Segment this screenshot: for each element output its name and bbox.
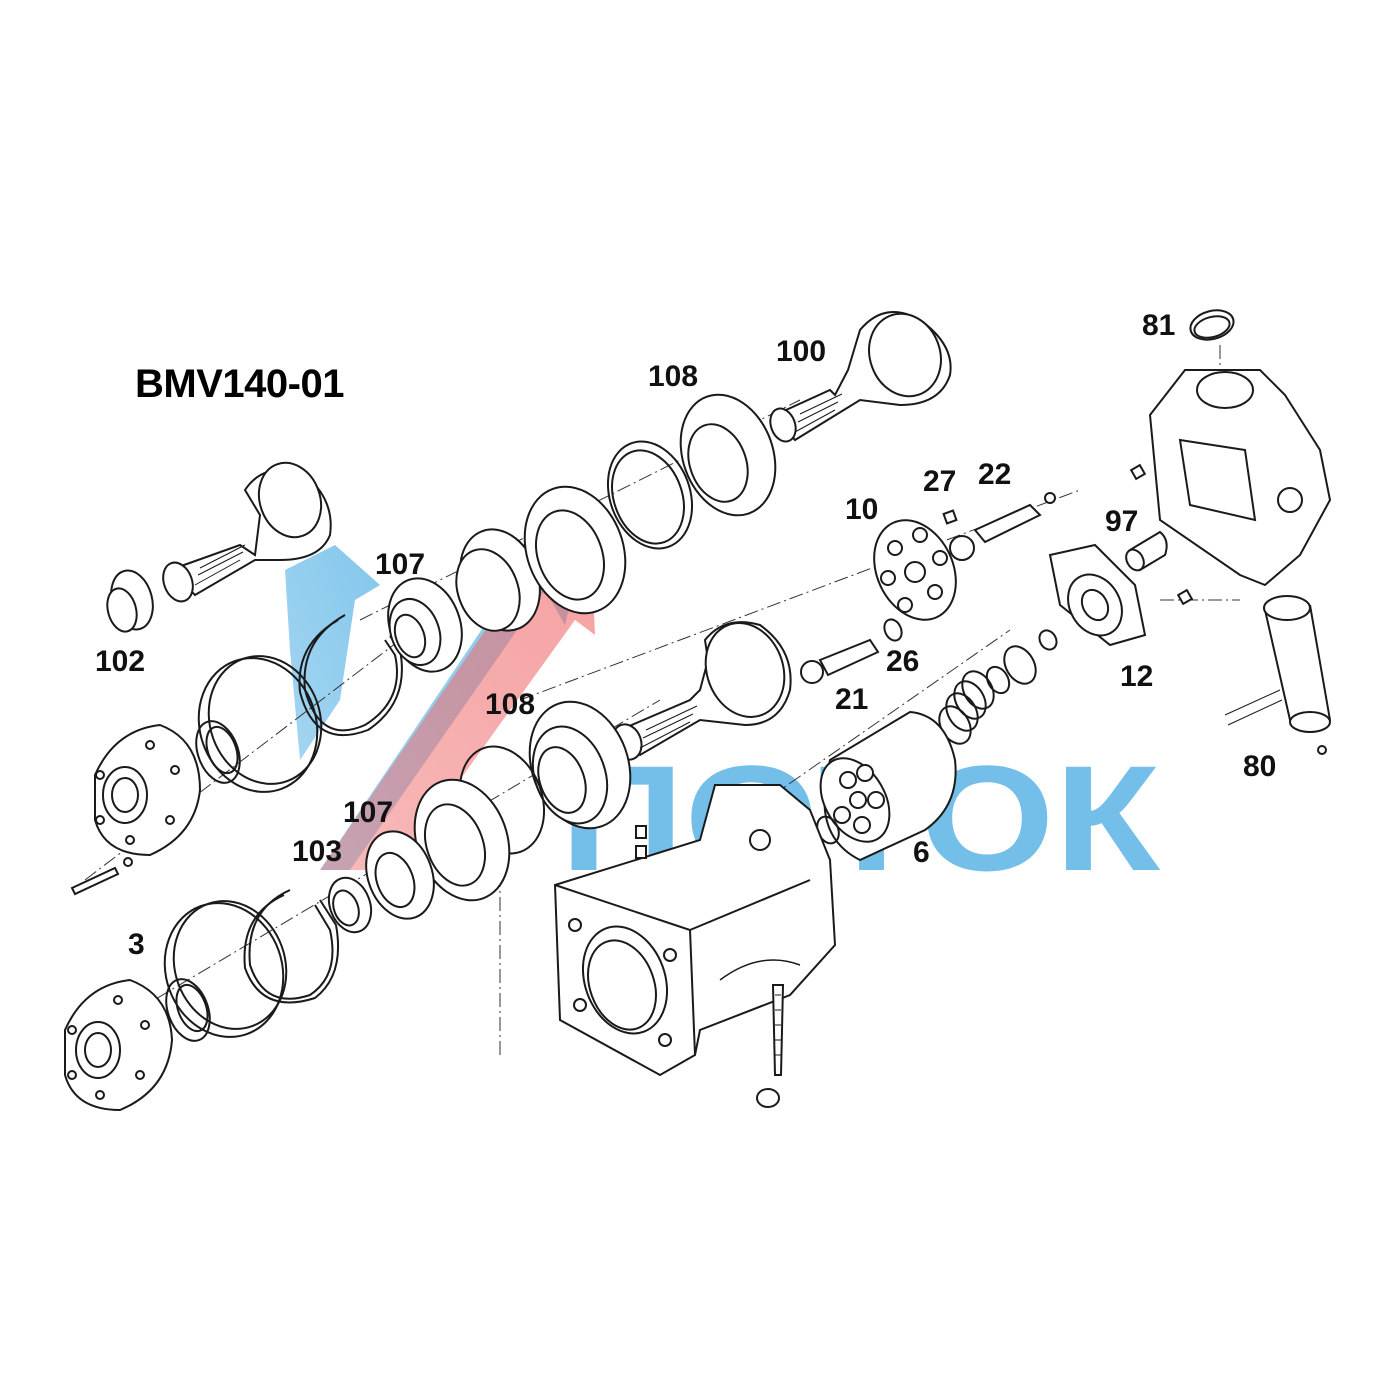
- callout-26: 26: [886, 645, 920, 678]
- part-107-bearing-upper: [387, 577, 463, 673]
- callout-81: 81: [1142, 309, 1176, 342]
- watermark-blue-arrow-head: [285, 545, 380, 760]
- part-108-bearing-lower: [528, 700, 632, 830]
- part-6-cylinder-block: [819, 710, 957, 862]
- callout-80: 80: [1243, 750, 1277, 783]
- part-26-ring: [883, 618, 903, 642]
- part-output-shaft-upper: [162, 461, 332, 603]
- part-end-flange-upper: [94, 723, 202, 857]
- part-102-bushing: [106, 569, 154, 633]
- callout-102: 102: [95, 645, 146, 678]
- part-10-retaining-plate: [873, 519, 957, 621]
- callout-6: 6: [913, 836, 930, 869]
- part-spring-washers: [985, 629, 1058, 695]
- callout-108-lower: 108: [485, 688, 536, 721]
- part-107-bearing-lower: [365, 830, 435, 920]
- callout-103: 103: [292, 835, 343, 868]
- callout-100: 100: [776, 335, 827, 368]
- part-housing-stud: [756, 984, 785, 1108]
- part-22-center-pin: [949, 492, 1056, 561]
- callout-107-lower: 107: [343, 796, 394, 829]
- callout-12: 12: [1120, 660, 1154, 693]
- part-snap-ring-upper: [298, 614, 403, 737]
- part-output-shaft-lower: [611, 621, 792, 761]
- part-27-screw: [942, 509, 958, 525]
- part-12-control-plate: [1048, 543, 1147, 647]
- callout-107-upper: 107: [375, 548, 426, 581]
- part-housing-plugs: [635, 825, 647, 859]
- part-103-lock-nut: [327, 876, 373, 934]
- part-main-housing: [553, 784, 837, 1077]
- callout-10: 10: [845, 493, 879, 526]
- part-o-rings-upper: [195, 655, 323, 793]
- part-compression-spring: [938, 670, 995, 745]
- callout-108-upper: 108: [648, 360, 699, 393]
- part-108-seal-upper: [679, 393, 777, 517]
- callout-21: 21: [835, 683, 869, 716]
- part-shim-upper: [606, 440, 694, 550]
- callout-3: 3: [128, 928, 145, 961]
- part-port-housing: [1148, 369, 1332, 587]
- part-snap-ring-lower: [243, 889, 340, 1004]
- part-bearing-flange-lower: [413, 778, 511, 902]
- part-97-pin: [1125, 463, 1194, 606]
- diagram-title: BMV140-01: [135, 362, 344, 406]
- part-81-ring: [1189, 309, 1235, 341]
- part-21-piston: [800, 638, 880, 684]
- part-3-end-flange-lower: [64, 978, 174, 1112]
- part-80-piston-tube: [1224, 595, 1332, 755]
- part-bearing-flange-upper: [523, 485, 627, 615]
- callout-22: 22: [978, 458, 1012, 491]
- part-o-rings-lower: [163, 900, 288, 1042]
- part-bolt-upper: [70, 857, 133, 896]
- callout-97: 97: [1105, 505, 1139, 538]
- part-100-shaft: [769, 311, 952, 443]
- part-bearing-cup-upper: [455, 528, 541, 632]
- callout-27: 27: [923, 465, 957, 498]
